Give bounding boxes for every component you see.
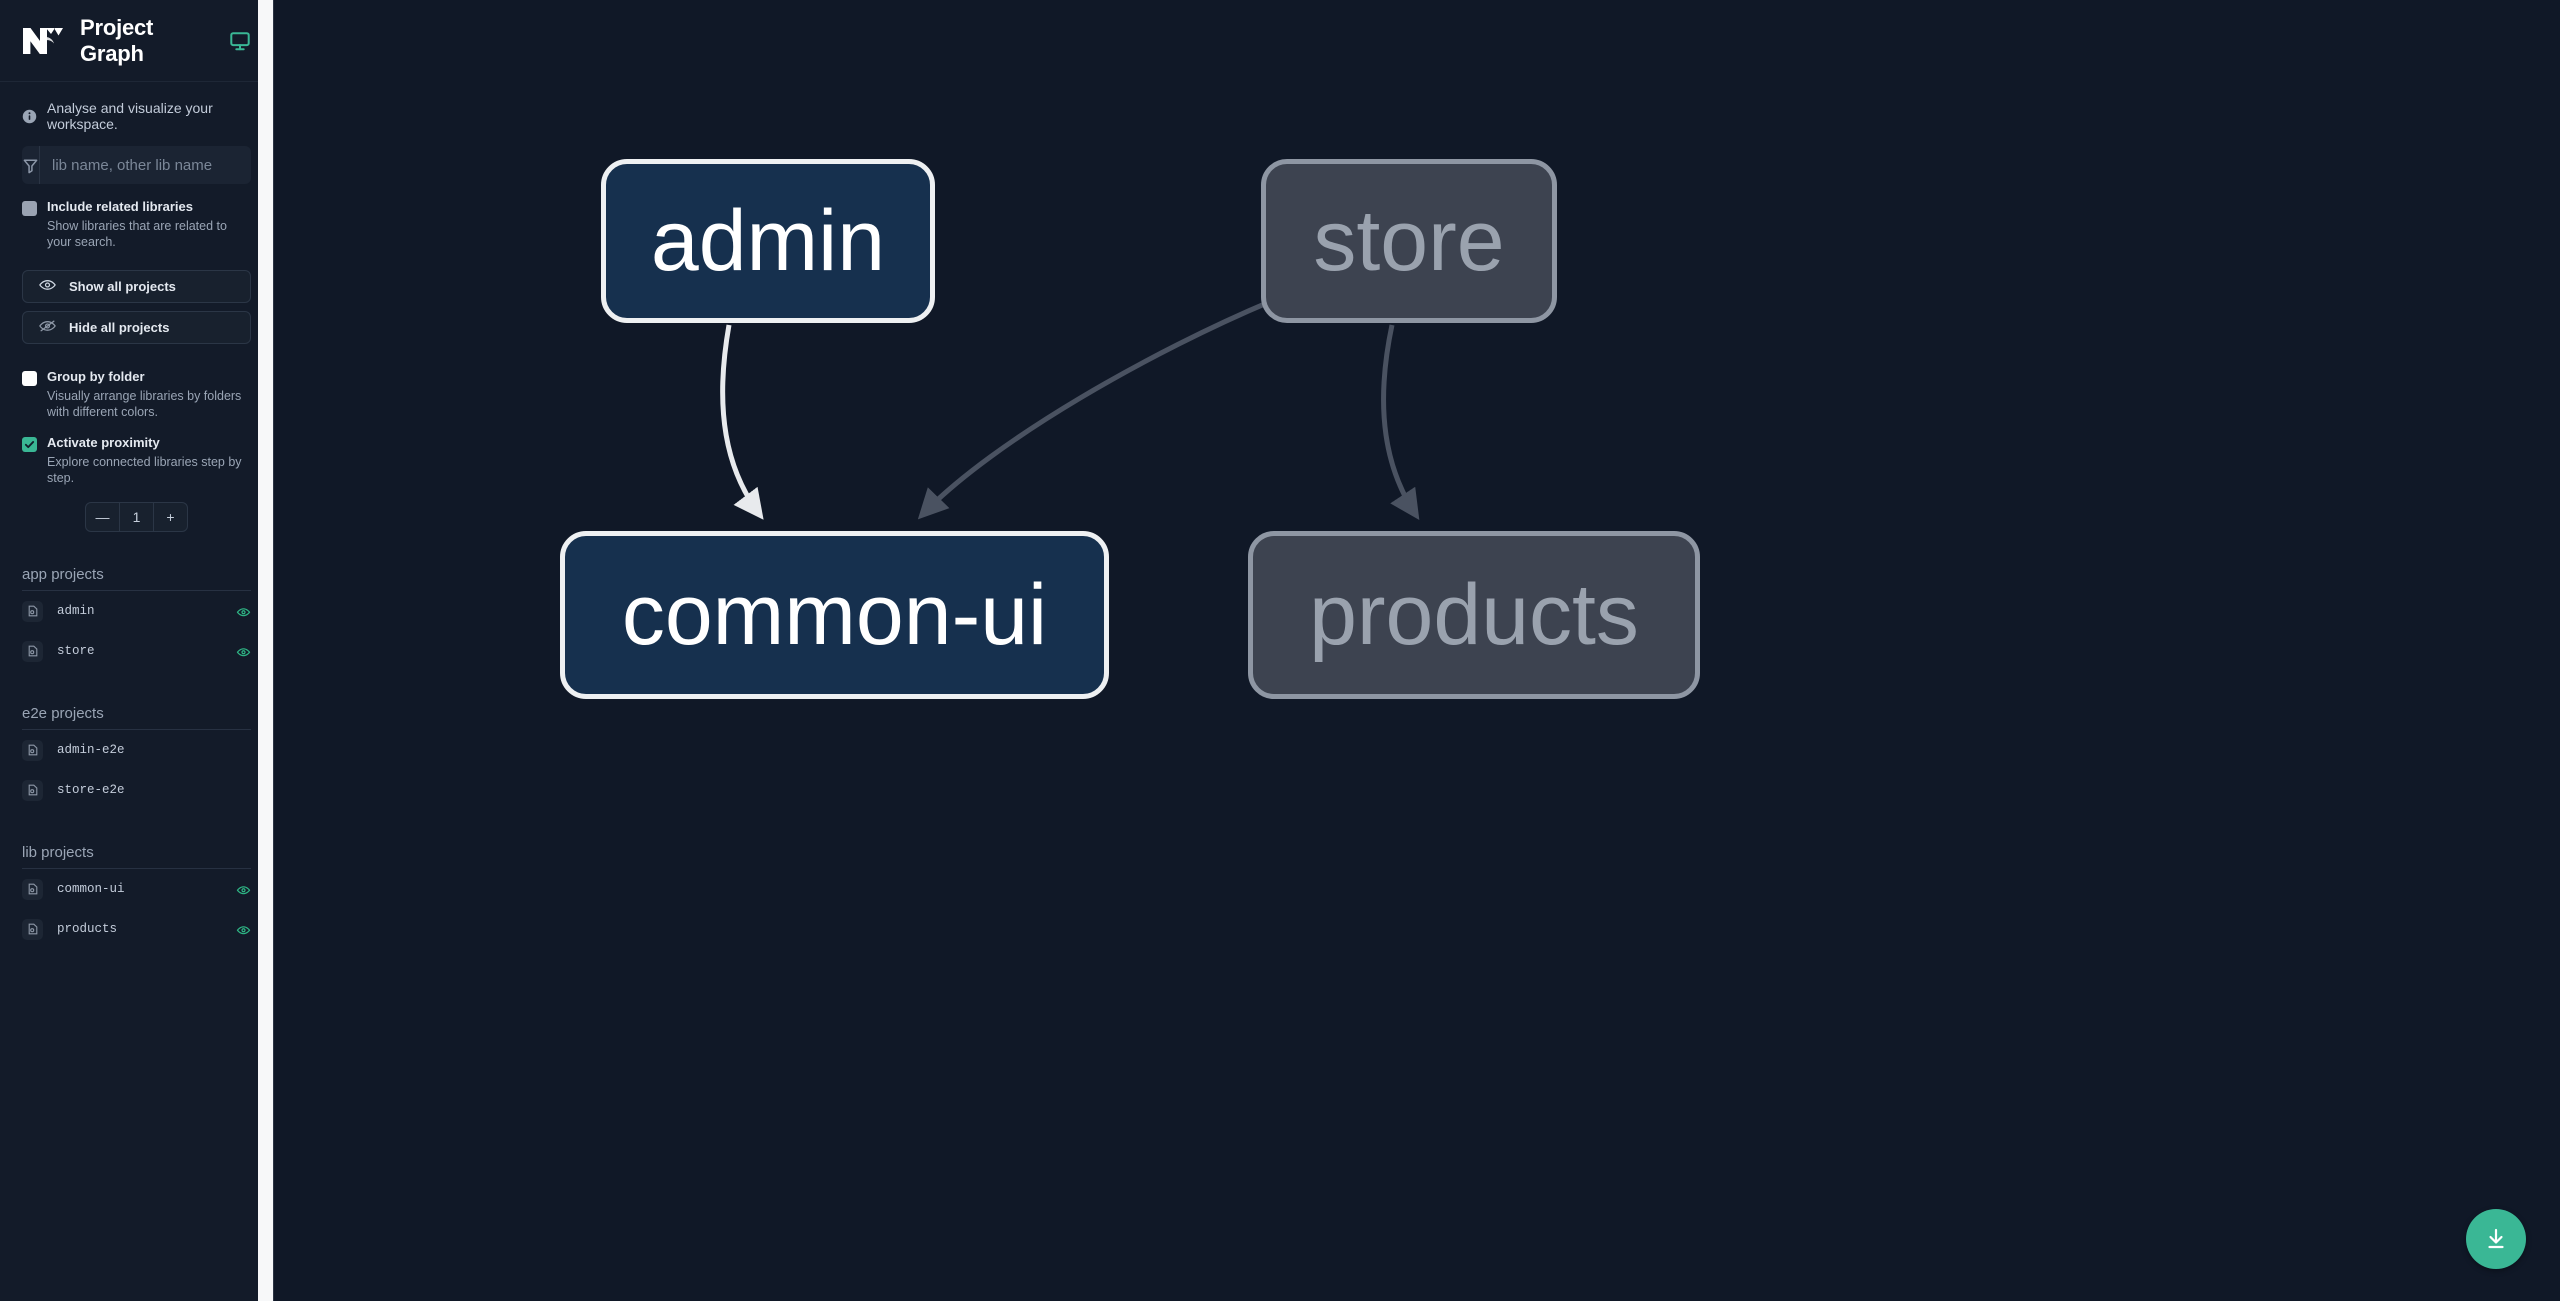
download-icon [2484, 1227, 2508, 1251]
project-name-admin-e2e: admin-e2e [57, 743, 125, 757]
graph-edges-layer [720, 297, 1420, 520]
project-visibility-eye-icon[interactable] [236, 605, 251, 618]
edge-admin-to-common-ui [720, 324, 764, 520]
project-visibility-eye-icon[interactable] [236, 645, 251, 658]
graph-node-label-store: store [1313, 193, 1505, 289]
graph-node-label-admin: admin [650, 193, 886, 289]
proximity-increment-button[interactable]: + [166, 509, 175, 525]
hide-all-projects-label: Hide all projects [69, 320, 170, 335]
search-row [22, 146, 251, 184]
project-name-products: products [57, 922, 118, 936]
graph-node-common-ui[interactable]: common-ui [560, 531, 1109, 699]
show-all-projects-label: Show all projects [69, 279, 176, 294]
proximity-value: 1 [119, 503, 154, 531]
graph-node-store[interactable]: store [1261, 159, 1557, 323]
info-icon [22, 109, 37, 124]
checkbox-desc-include-related: Show libraries that are related to your … [47, 219, 227, 249]
proximity-decrement-button[interactable]: — [95, 509, 110, 525]
project-row-admin[interactable]: admin [22, 591, 251, 631]
project-name-store-e2e: store-e2e [57, 783, 125, 797]
project-visibility-eye-icon[interactable] [236, 883, 251, 896]
search-input[interactable] [40, 146, 251, 184]
sidebar: Project Graph Analy [0, 0, 273, 1301]
project-visibility-eye-icon[interactable] [236, 923, 251, 936]
file-icon [22, 600, 43, 622]
visibility-buttons: Show all projects Hide all projects [22, 270, 251, 344]
checkbox-label-group-by-folder: Group by folder [47, 369, 145, 384]
file-icon [22, 739, 43, 761]
project-row-store-e2e[interactable]: store-e2e [22, 770, 251, 810]
funnel-icon [22, 146, 40, 184]
project-name-store: store [57, 644, 95, 658]
sidebar-tagline-text: Analyse and visualize your workspace. [47, 100, 213, 132]
graph-node-admin[interactable]: admin [601, 159, 935, 323]
checkbox-group-by-folder[interactable]: Group by folder Visually arrange librari… [22, 368, 251, 420]
monitor-icon[interactable] [229, 30, 251, 52]
group-title-e2e-projects: e2e projects [22, 705, 251, 730]
graph-node-label-common-ui: common-ui [621, 567, 1048, 663]
graph-canvas[interactable]: admin store common-ui products [273, 0, 2560, 1301]
checkbox-desc-activate-proximity: Explore connected libraries step by step… [47, 455, 242, 485]
project-row-store[interactable]: store [22, 631, 251, 671]
checkbox-desc-group-by-folder: Visually arrange libraries by folders wi… [47, 389, 242, 419]
sidebar-tagline: Analyse and visualize your workspace. [0, 82, 273, 146]
file-icon [22, 918, 43, 940]
sidebar-scrollbar[interactable] [258, 0, 273, 1301]
file-icon [22, 640, 43, 662]
checkbox-activate-proximity[interactable]: Activate proximity Explore connected lib… [22, 434, 251, 486]
eye-icon [39, 279, 56, 294]
group-title-lib-projects: lib projects [22, 844, 251, 869]
sidebar-controls: Include related libraries Show libraries… [0, 146, 273, 949]
file-icon [22, 878, 43, 900]
project-name-admin: admin [57, 604, 95, 618]
show-all-projects-button[interactable]: Show all projects [22, 270, 251, 303]
sidebar-header: Project Graph [0, 0, 273, 82]
edge-store-to-products [1381, 324, 1420, 520]
group-title-app-projects: app projects [22, 566, 251, 591]
project-row-admin-e2e[interactable]: admin-e2e [22, 730, 251, 770]
proximity-stepper: — 1 + [85, 502, 188, 532]
edge-store-to-common-ui [917, 297, 1275, 520]
checkbox-box-include-related[interactable] [22, 201, 37, 216]
file-icon [22, 779, 43, 801]
checkmark-icon [24, 441, 35, 449]
download-graph-button[interactable] [2466, 1209, 2526, 1269]
project-row-common-ui[interactable]: common-ui [22, 869, 251, 909]
checkbox-label-include-related: Include related libraries [47, 199, 193, 214]
page-title: Project Graph [80, 14, 154, 66]
checkbox-box-activate-proximity[interactable] [22, 437, 37, 452]
eye-off-icon [39, 320, 56, 335]
checkbox-label-activate-proximity: Activate proximity [47, 435, 160, 450]
checkbox-box-group-by-folder[interactable] [22, 371, 37, 386]
graph-node-label-products: products [1309, 567, 1639, 663]
nx-logo-icon [22, 24, 64, 58]
project-name-common-ui: common-ui [57, 882, 125, 896]
sidebar-scroll-area: Project Graph Analy [0, 0, 273, 1301]
project-row-products[interactable]: products [22, 909, 251, 949]
hide-all-projects-button[interactable]: Hide all projects [22, 311, 251, 344]
graph-node-products[interactable]: products [1248, 531, 1700, 699]
checkbox-include-related-libraries[interactable]: Include related libraries Show libraries… [22, 198, 251, 250]
